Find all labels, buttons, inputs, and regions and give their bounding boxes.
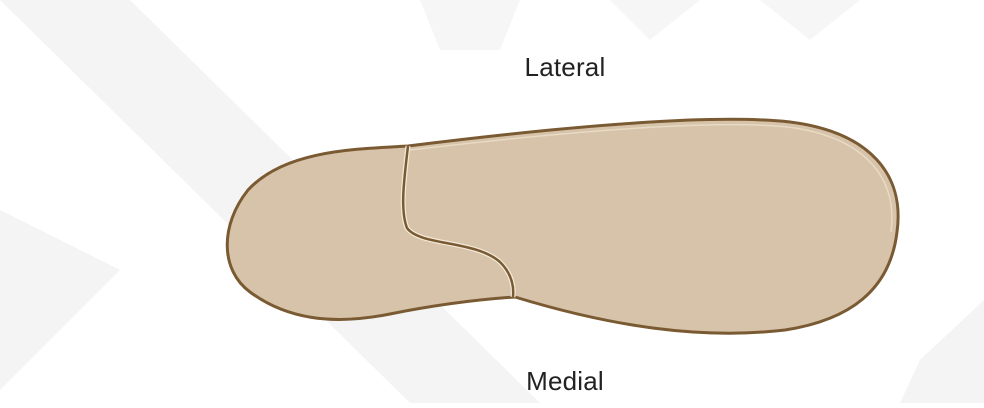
watermark-stripe-6 <box>900 300 984 403</box>
watermark-stripe-3 <box>420 0 520 50</box>
watermark-stripe-4 <box>610 0 700 40</box>
watermark-stripe-2 <box>0 210 120 390</box>
watermark-stripe-5 <box>760 0 860 40</box>
medial-label: Medial <box>465 366 665 397</box>
lateral-label: Lateral <box>465 52 665 83</box>
sole-shape <box>227 119 898 333</box>
